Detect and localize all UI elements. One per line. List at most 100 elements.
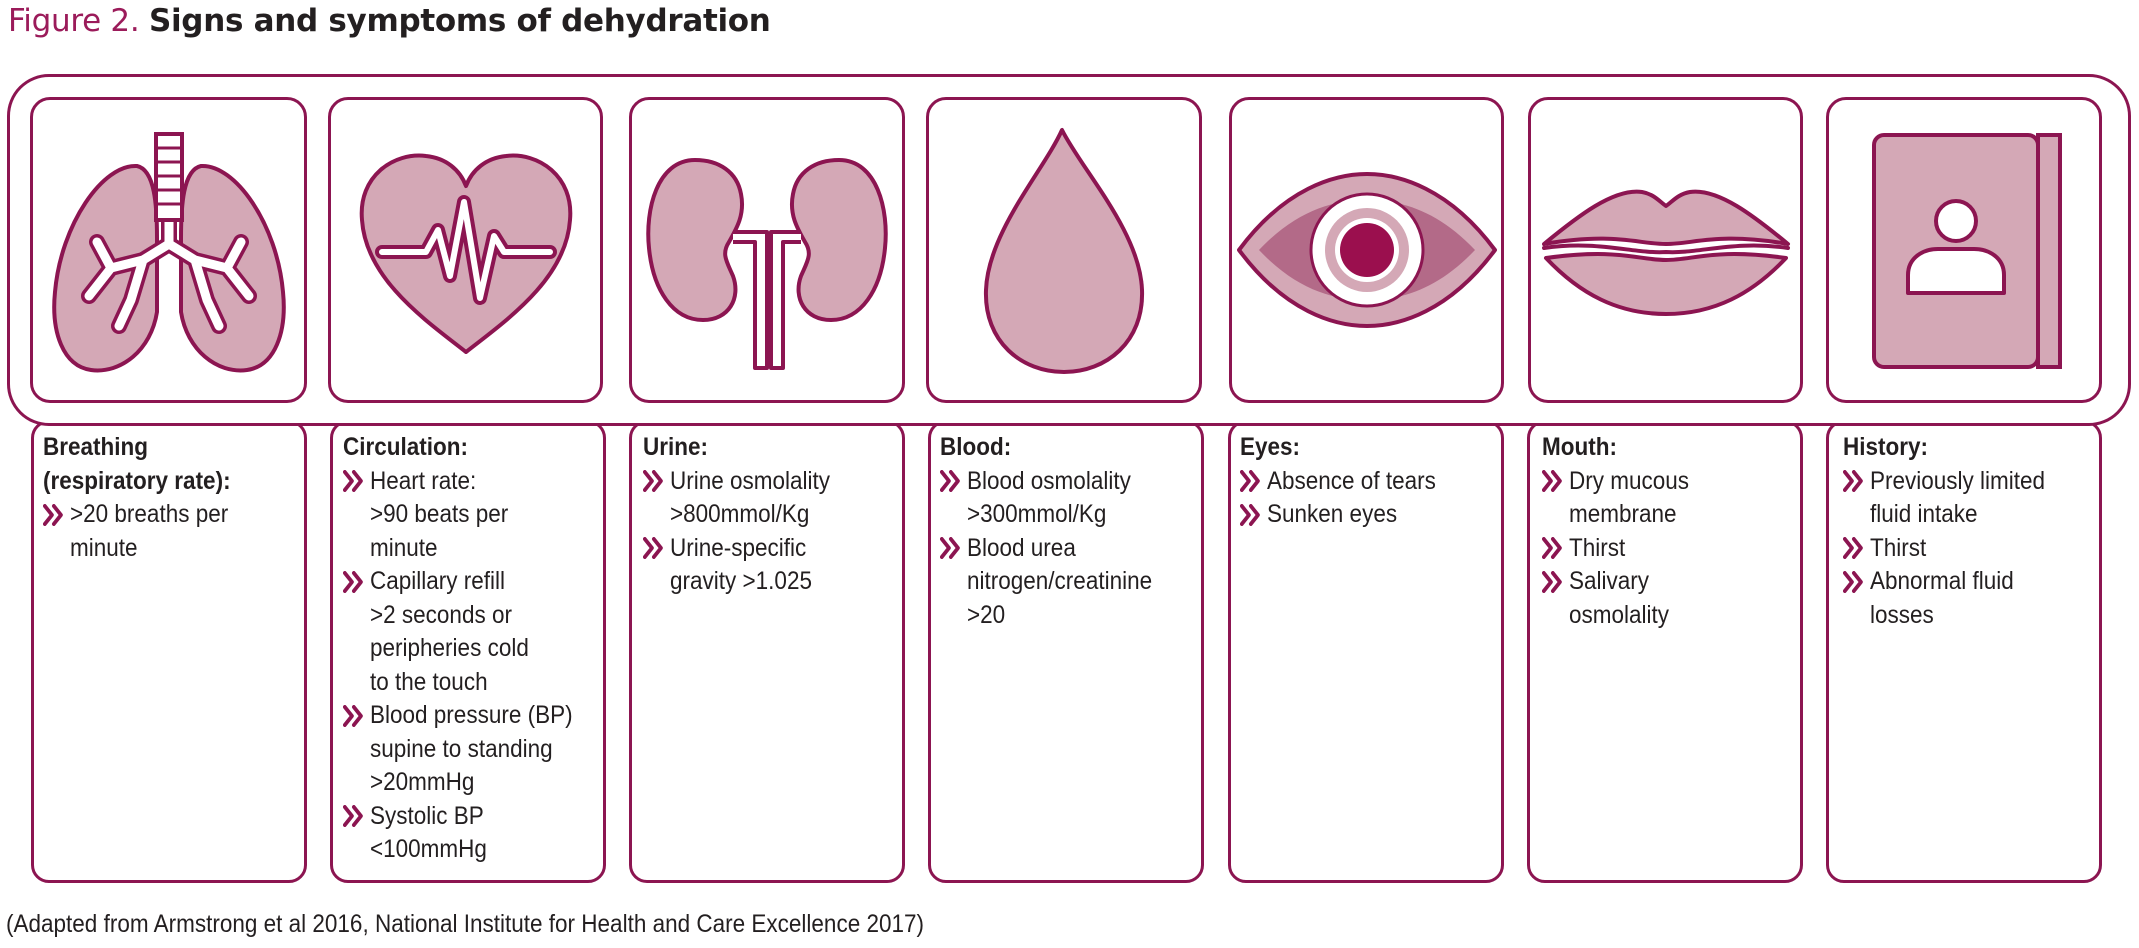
bullet-item: Urine osmolality>800mmol/Kg <box>643 465 830 532</box>
column-box-breathing <box>31 420 307 883</box>
bullet-text: Capillary refill >2 seconds or peripheries… <box>370 565 529 699</box>
bullet-line: peripheries cold <box>370 634 529 662</box>
footnote: (Adapted from Armstrong et al 2016, Nati… <box>6 910 925 938</box>
bullet-line: Blood urea <box>967 533 1076 562</box>
bullet-line: fluid intake <box>1870 500 1978 528</box>
figure-heading: Signs and symptoms of dehydration <box>148 3 771 39</box>
bullet-text: Thirst <box>1569 532 1625 566</box>
bullet-text: Sunken eyes <box>1267 498 1397 532</box>
double-chevron-icon <box>343 805 363 828</box>
column-heading: Breathing <box>43 433 149 461</box>
bullet-line: Salivary <box>1569 567 1650 595</box>
column-heading: Blood: <box>940 433 1012 461</box>
double-chevron-icon <box>1843 570 1863 593</box>
column-heading: Eyes: <box>1240 433 1301 461</box>
double-chevron-icon <box>643 470 663 493</box>
double-chevron-icon <box>1542 570 1562 593</box>
bullet-line: >300mmol/Kg <box>967 500 1107 528</box>
bullet-line: Systolic BP <box>370 801 484 830</box>
icon-box-breathing <box>30 97 307 403</box>
column-heading: History: <box>1843 433 1929 461</box>
column-circulation: Circulation: Heart rate: >90 beats per minu… <box>343 431 573 867</box>
column-box-mouth <box>1527 420 1803 883</box>
chevron-bullet <box>643 532 670 566</box>
chevron-bullet <box>1240 465 1267 499</box>
double-chevron-icon <box>1843 470 1863 493</box>
heart-pulse-icon <box>359 153 572 354</box>
chevron-bullet <box>343 800 370 834</box>
bullet-item: Blood pressure (BP)supine to standing>20… <box>343 699 573 800</box>
double-chevron-icon <box>1240 503 1260 526</box>
blood-drop-icon <box>983 128 1145 374</box>
bullet-line: osmolality <box>1569 600 1670 629</box>
bullet-item: Salivary osmolality <box>1542 565 1689 632</box>
column-box-urine <box>629 420 905 883</box>
chevron-bullet <box>1542 465 1569 499</box>
chevron-bullet <box>643 465 670 499</box>
chevron-bullet <box>1843 465 1870 499</box>
double-chevron-icon <box>343 570 363 593</box>
column-box-circulation <box>330 420 606 883</box>
bullet-line: >20 <box>967 600 1006 629</box>
bullet-line: Abnormal fluid <box>1870 567 2014 595</box>
bullet-line: >2 seconds or <box>370 600 512 629</box>
column-box-eyes <box>1228 420 1504 883</box>
bullet-text: Salivary osmolality <box>1569 565 1669 632</box>
figure-label: Figure 2. <box>8 3 140 39</box>
column-heading: Circulation: <box>343 433 469 461</box>
bullet-text: Thirst <box>1870 532 1926 566</box>
lips-icon <box>1541 189 1790 316</box>
bullet-line: >20mmHg <box>370 768 475 796</box>
bullet-line: Sunken eyes <box>1267 500 1398 528</box>
bullet-line: Heart rate: <box>370 466 477 495</box>
icon-box-circulation <box>328 97 603 403</box>
bullet-line: supine to standing <box>370 734 553 763</box>
bullet-line: to the touch <box>370 667 488 696</box>
bullet-item: Capillary refill >2 seconds or peripheries… <box>343 565 573 699</box>
double-chevron-icon <box>1240 470 1260 493</box>
bullet-line: Capillary refill <box>370 567 506 595</box>
column-heading: Urine: <box>643 433 709 461</box>
bullet-text: Previously limited fluid intake <box>1870 465 2045 532</box>
lungs-icon <box>51 132 286 373</box>
double-chevron-icon <box>43 503 63 526</box>
bullet-line: minute <box>370 533 438 562</box>
chevron-bullet <box>1843 565 1870 599</box>
bullet-line: Previously limited <box>1870 466 2046 495</box>
double-chevron-icon <box>1843 537 1863 560</box>
bullet-text: Systolic BP<100mmHg <box>370 800 487 867</box>
icon-box-blood <box>926 97 1202 403</box>
bullet-line: Blood osmolality <box>967 466 1131 495</box>
icon-box-mouth <box>1528 97 1803 403</box>
bullet-item: Absence of tears <box>1240 465 1436 499</box>
bullet-item: Thirst <box>1542 532 1689 566</box>
chevron-bullet <box>343 465 370 499</box>
chevron-bullet <box>1542 565 1569 599</box>
bullet-text: Heart rate: >90 beats per minute <box>370 465 508 566</box>
bullet-line: Thirst <box>1569 533 1626 562</box>
eye-icon <box>1236 172 1497 328</box>
column-heading: (respiratory rate): <box>43 466 231 495</box>
double-chevron-icon <box>643 537 663 560</box>
chevron-bullet <box>343 565 370 599</box>
bullet-text: Blood pressure (BP)supine to standing>20… <box>370 699 573 800</box>
bullet-item: Blood osmolality >300mmol/Kg <box>940 465 1152 532</box>
bullet-line: >90 beats per <box>370 500 509 528</box>
double-chevron-icon <box>1542 537 1562 560</box>
icon-box-history <box>1826 97 2102 403</box>
column-box-history <box>1826 420 2102 883</box>
double-chevron-icon <box>343 704 363 727</box>
bullet-text: Blood osmolality >300mmol/Kg <box>967 465 1131 532</box>
bullet-line: Dry mucous <box>1569 466 1690 495</box>
